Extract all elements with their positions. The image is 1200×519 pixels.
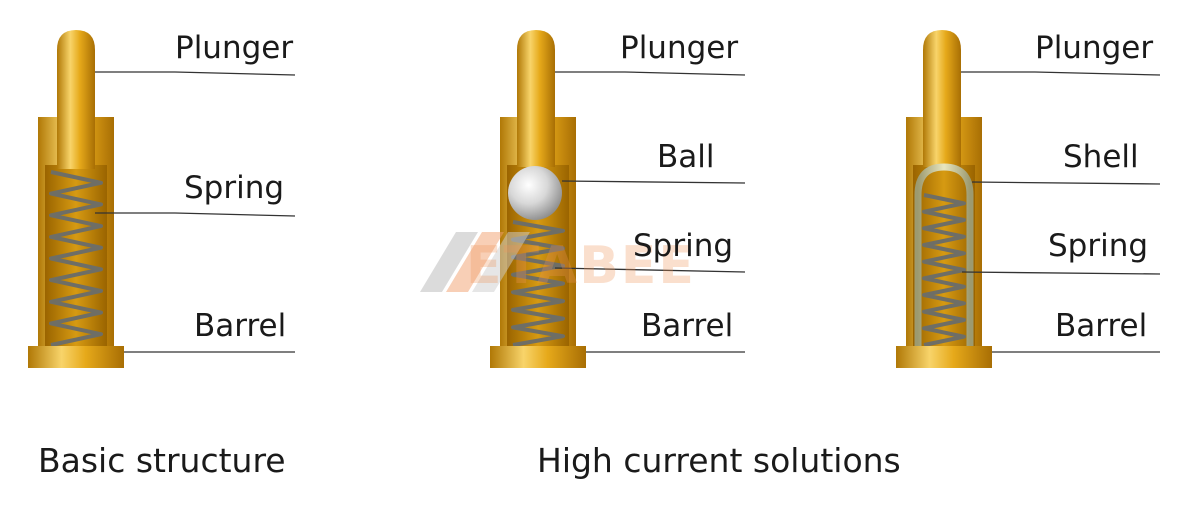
label-spring-2: Spring <box>633 228 734 264</box>
label-barrel-3: Barrel <box>1055 308 1148 344</box>
leader-lines <box>95 71 1161 353</box>
spring-2 <box>511 220 565 347</box>
barrel-1-flange <box>28 346 124 368</box>
watermark-text: ETABEE <box>466 236 696 296</box>
caption-high-current: High current solutions <box>537 441 901 480</box>
barrel-2-flange <box>490 346 586 368</box>
label-spring-3: Spring <box>1048 228 1149 264</box>
plunger-3-tail <box>923 117 961 167</box>
ball-2 <box>508 166 562 220</box>
watermark-logo <box>420 232 530 292</box>
label-spring-1: Spring <box>184 170 285 206</box>
label-barrel-1: Barrel <box>194 308 287 344</box>
shell-3 <box>914 163 974 349</box>
label-plunger-1: Plunger <box>175 30 294 66</box>
plunger-1-tail <box>57 117 95 169</box>
label-plunger-3: Plunger <box>1035 30 1154 66</box>
pin-shell <box>896 30 992 368</box>
plunger-2-tail <box>517 117 555 167</box>
label-shell-3: Shell <box>1063 139 1139 175</box>
caption-basic-structure: Basic structure <box>38 441 286 480</box>
barrel-3-flange <box>896 346 992 368</box>
label-barrel-2: Barrel <box>641 308 734 344</box>
label-plunger-2: Plunger <box>620 30 739 66</box>
plunger-1 <box>57 30 95 120</box>
label-ball-2: Ball <box>657 139 715 175</box>
spring-1 <box>49 170 103 347</box>
pin-ball <box>490 30 586 368</box>
plunger-2 <box>517 30 555 120</box>
pin-basic <box>28 30 124 368</box>
plunger-3 <box>923 30 961 120</box>
spring-3 <box>922 193 966 347</box>
